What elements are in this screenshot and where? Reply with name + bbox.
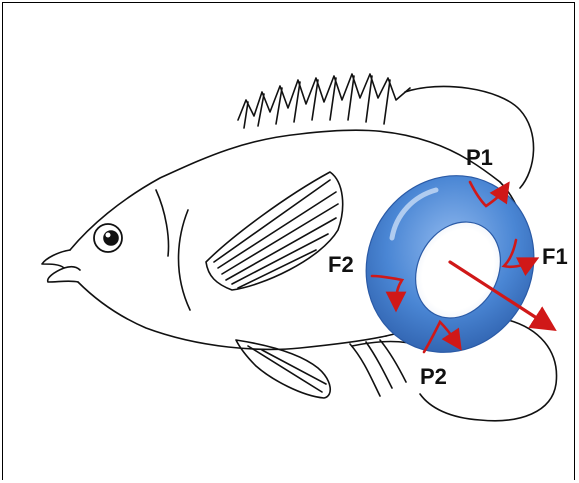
pectoral-fin-icon [206, 172, 343, 290]
fish-eye-icon [94, 224, 122, 252]
label-f1: F1 [542, 244, 568, 269]
gill-cover-icon [179, 210, 191, 310]
anal-fin-icon [350, 340, 420, 396]
dorsal-fin-icon [238, 74, 410, 128]
label-p1: P1 [466, 145, 493, 170]
label-p2: P2 [420, 364, 447, 389]
label-f2: F2 [328, 252, 354, 277]
upper-tail-lobe-icon [405, 86, 534, 188]
